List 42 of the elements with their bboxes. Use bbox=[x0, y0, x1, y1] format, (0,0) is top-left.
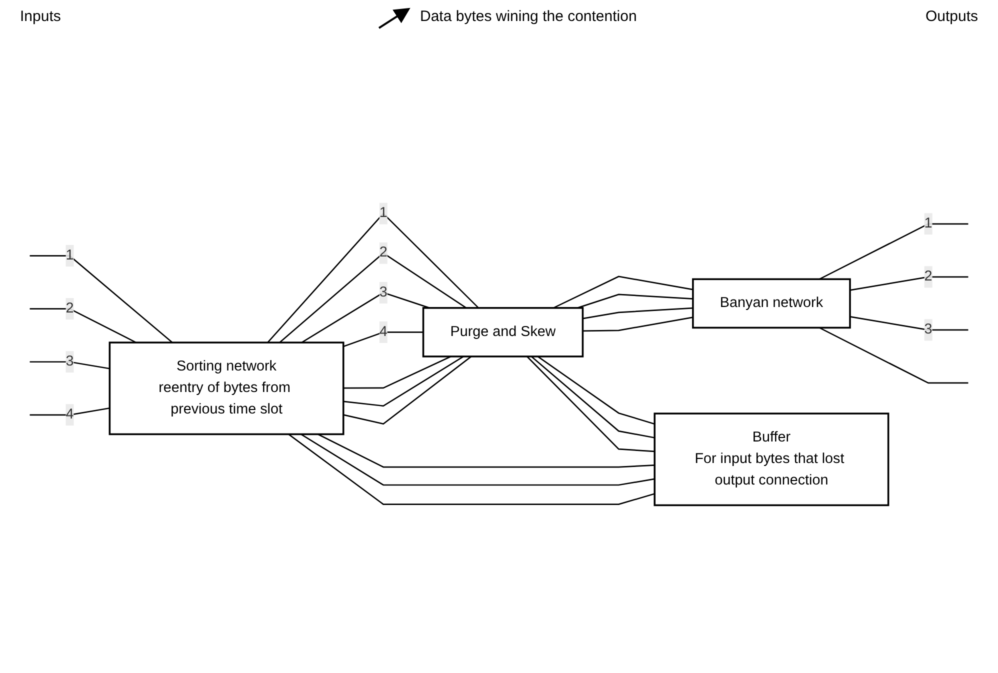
edge-label: 4 bbox=[379, 324, 388, 340]
connector-line bbox=[582, 316, 694, 332]
edge-label: 1 bbox=[379, 205, 388, 221]
edge-label: 3 bbox=[924, 322, 932, 338]
section-label: Inputs bbox=[20, 8, 61, 25]
connector-line bbox=[343, 356, 452, 389]
connector-line bbox=[850, 276, 968, 291]
connector-line bbox=[582, 307, 693, 320]
edge-label: 2 bbox=[379, 245, 388, 260]
edge-label: 2 bbox=[924, 268, 932, 284]
connector-line bbox=[300, 434, 655, 486]
connector-line bbox=[553, 276, 694, 309]
connector-line bbox=[577, 294, 693, 309]
edge-label: 2 bbox=[66, 300, 74, 316]
connector-line bbox=[537, 356, 655, 425]
connector-line bbox=[343, 332, 424, 348]
connector-line bbox=[819, 223, 968, 280]
connector-line bbox=[30, 255, 173, 344]
edge-label: 1 bbox=[924, 216, 932, 232]
node-box: Sorting network reentry of bytes from previous time slot bbox=[108, 342, 344, 436]
node-box: Buffer For input bytes that lost output connection bbox=[654, 412, 890, 506]
connector-line bbox=[343, 356, 464, 407]
connector-line bbox=[850, 316, 968, 331]
connector-line bbox=[288, 434, 655, 505]
edge-label: 1 bbox=[66, 248, 74, 263]
edge-label: 3 bbox=[66, 354, 74, 370]
connector-line bbox=[343, 356, 472, 425]
connector-line bbox=[279, 252, 467, 344]
connector-line bbox=[30, 407, 110, 416]
section-label: Outputs bbox=[925, 8, 978, 25]
annotation-text: Data bytes wining the contention bbox=[420, 8, 637, 25]
connector-line bbox=[30, 308, 136, 344]
connector-line bbox=[526, 356, 655, 452]
connector-line bbox=[530, 356, 655, 438]
node-box: Banyan network bbox=[692, 278, 851, 329]
edge-label: 3 bbox=[379, 284, 388, 300]
connector-line bbox=[30, 361, 110, 370]
node-box: Purge and Skew bbox=[422, 307, 584, 358]
connector-line bbox=[301, 292, 430, 344]
connector-line bbox=[819, 327, 968, 384]
edge-label: 4 bbox=[66, 406, 74, 422]
connector-line bbox=[318, 434, 655, 468]
